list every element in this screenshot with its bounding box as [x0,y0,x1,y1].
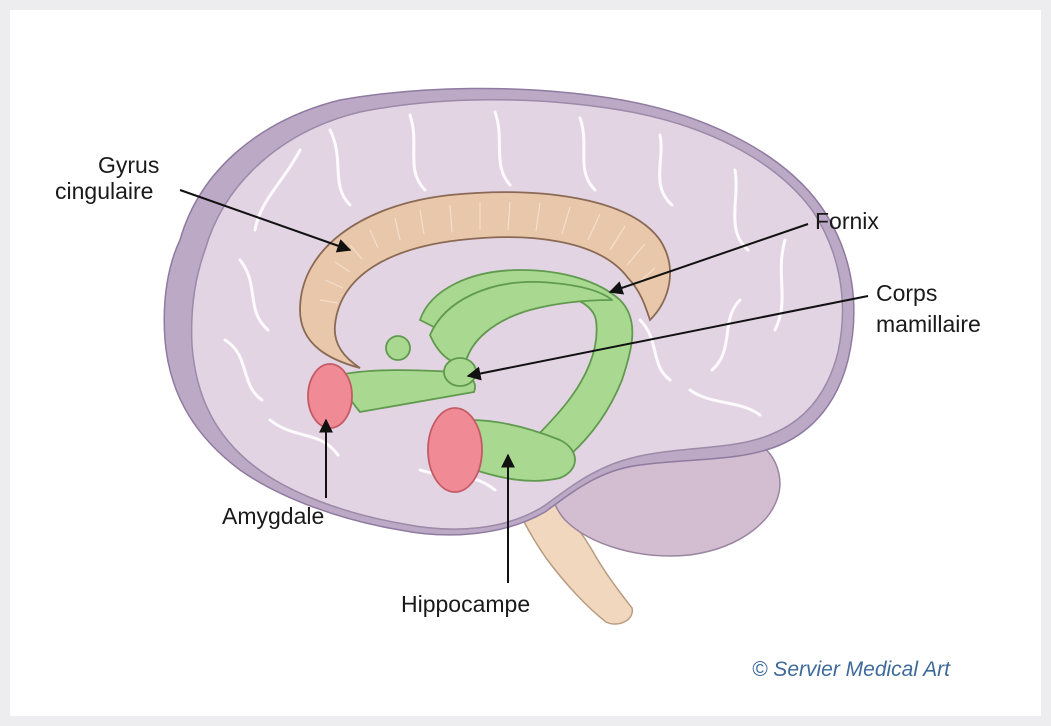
label-corps-line1: Corps [876,280,981,306]
label-gyrus-line1: Gyrus [55,152,159,178]
label-amygdale: Amygdale [222,503,324,529]
label-gyrus-line2: cingulaire [55,178,159,204]
amygdala [308,364,352,428]
label-corps-line2: mamillaire [876,311,981,337]
label-hippocampe: Hippocampe [401,591,530,617]
label-corps-mamillaire: Corps mamillaire [876,280,981,337]
label-fornix: Fornix [815,208,879,234]
credit-text: © Servier Medical Art [752,658,950,682]
anterior-bulb [386,336,410,360]
hippocampus-head [428,408,482,492]
mamillary-body [444,358,476,386]
label-gyrus-cingulaire: Gyrus cingulaire [55,152,159,204]
